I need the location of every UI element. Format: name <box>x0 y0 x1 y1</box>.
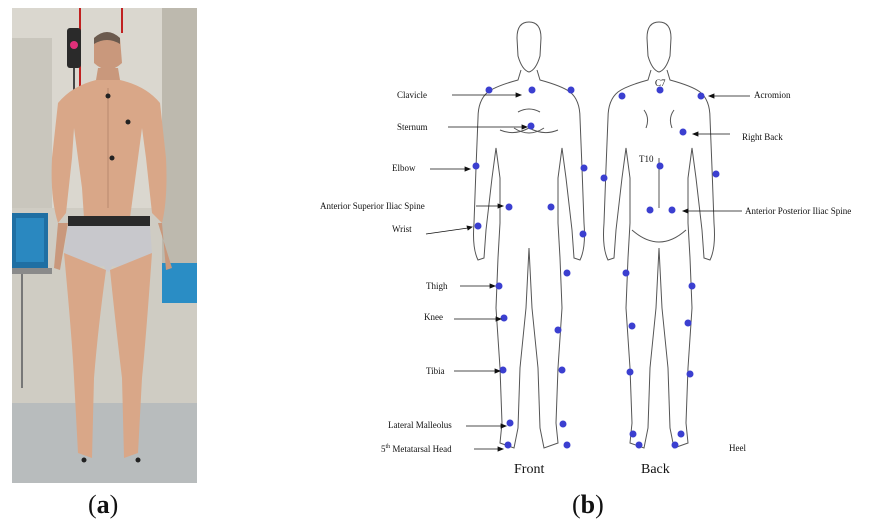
marker-back-knee-r <box>629 323 636 330</box>
label-tibia: Tibia <box>426 366 445 377</box>
subject-photo <box>12 8 197 483</box>
marker-back-thigh-l <box>689 283 696 290</box>
label-lateral-malleolus: Lateral Malleolus <box>388 420 452 431</box>
label-metatarsal-head: 5th Metatarsal Head <box>381 442 452 455</box>
marker-back-knee-l <box>685 320 692 327</box>
marker-back-acromion-r <box>619 93 626 100</box>
label-wrist: Wrist <box>392 224 412 235</box>
label-clavicle: Clavicle <box>397 90 427 101</box>
marker-back-tibia-l <box>687 371 694 378</box>
label-acromion: Acromion <box>754 90 791 101</box>
label-heel: Heel <box>729 443 746 454</box>
marker-back-apis-l <box>669 207 676 214</box>
marker-front-clavicle <box>529 87 536 94</box>
marker-back-thigh-r <box>623 270 630 277</box>
marker-front-asis-r <box>506 204 513 211</box>
label-elbow: Elbow <box>392 163 416 174</box>
label-right-back: Right Back <box>742 132 783 143</box>
panel-label-a: (a) <box>88 490 118 520</box>
marker-right-back <box>126 120 131 125</box>
marker-front-clavicle-l <box>568 87 575 94</box>
marker-back-heel-r-1 <box>630 431 637 438</box>
marker-front-wrist-l <box>580 231 587 238</box>
marker-t10 <box>110 156 115 161</box>
marker-front-thigh-r <box>496 283 503 290</box>
marker-back-right-back <box>680 129 687 136</box>
marker-front-knee-r <box>501 315 508 322</box>
label-apis: Anterior Posterior Iliac Spine <box>745 206 851 217</box>
label-c7: C7 <box>655 78 666 89</box>
marker-back-heel-r-2 <box>636 442 643 449</box>
marker-back-apis-r <box>647 207 654 214</box>
marker-c7 <box>106 94 111 99</box>
marker-front-malleolus-l <box>560 421 567 428</box>
marker-front-elbow-r <box>473 163 480 170</box>
label-asis: Anterior Superior Iliac Spine <box>320 201 425 212</box>
label-thigh: Thigh <box>426 281 448 292</box>
label-t10: T10 <box>639 154 654 165</box>
marker-back-heel-l-1 <box>678 431 685 438</box>
caption-back: Back <box>641 462 670 478</box>
marker-front-metatarsal-r <box>505 442 512 449</box>
marker-front-clavicle-r <box>486 87 493 94</box>
label-sternum: Sternum <box>397 122 428 133</box>
caption-front: Front <box>514 462 544 478</box>
marker-back-heel-l-2 <box>672 442 679 449</box>
marker-front-elbow-l <box>581 165 588 172</box>
marker-front-tibia-l <box>559 367 566 374</box>
marker-front-metatarsal-l <box>564 442 571 449</box>
body-diagram <box>300 8 875 488</box>
marker-front-thigh-l <box>564 270 571 277</box>
marker-front-wrist-r <box>475 223 482 230</box>
label-knee: Knee <box>424 312 443 323</box>
marker-back-t10 <box>657 163 664 170</box>
marker-back-elbow-r <box>601 175 608 182</box>
panel-label-b: (b) <box>572 490 604 520</box>
marker-front-asis-l <box>548 204 555 211</box>
marker-back-elbow-l <box>713 171 720 178</box>
marker-back-tibia-r <box>627 369 634 376</box>
marker-front-knee-l <box>555 327 562 334</box>
marker-front-malleolus-r <box>507 420 514 427</box>
marker-front-sternum <box>528 123 535 130</box>
marker-front-tibia-r <box>500 367 507 374</box>
marker-back-acromion-l <box>698 93 705 100</box>
